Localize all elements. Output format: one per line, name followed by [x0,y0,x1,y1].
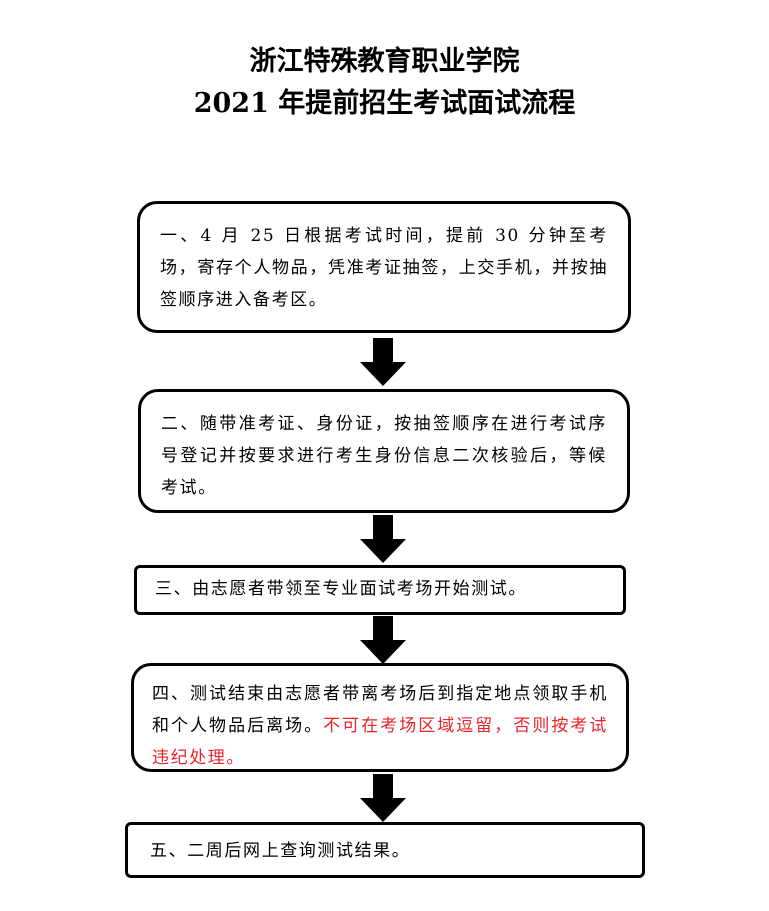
flow-step-2-text: 二、随带准考证、身份证，按抽签顺序在进行考试序号登记并按要求进行考生身份信息二次… [161,414,607,498]
page-title: 浙江特殊教育职业学院 [249,46,520,77]
flow-step-1: 一、4 月 25 日根据考试时间，提前 30 分钟至考场，寄存个人物品，凭准考证… [137,201,631,333]
flow-step-4-text: 四、测试结束由志愿者带离考场后到指定地点领取手机和个人物品后离场。 [152,684,608,736]
flow-step-1-text: 一、4 月 25 日根据考试时间，提前 30 分钟至考场，寄存个人物品，凭准考证… [160,226,608,310]
flow-step-3-text: 三、由志愿者带领至专业面试考场开始测试。 [155,579,527,599]
flow-step-4-warning: 不可在考场区域逗留，否则按考试违纪处理。 [152,716,608,768]
flow-step-5-text: 五、二周后网上查询测试结果。 [150,841,411,861]
down-arrow-icon [360,774,406,822]
down-arrow-icon [360,338,406,386]
flow-step-4: 四、测试结束由志愿者带离考场后到指定地点领取手机和个人物品后离场。不可在考场区域… [131,663,629,772]
flow-step-2: 二、随带准考证、身份证，按抽签顺序在进行考试序号登记并按要求进行考生身份信息二次… [138,389,630,513]
flow-step-3: 三、由志愿者带领至专业面试考场开始测试。 [134,565,626,615]
flow-step-5: 五、二周后网上查询测试结果。 [125,822,645,878]
down-arrow-icon [360,515,406,563]
page-subtitle: 2021 年提前招生考试面试流程 [193,88,576,119]
down-arrow-icon [360,616,406,664]
